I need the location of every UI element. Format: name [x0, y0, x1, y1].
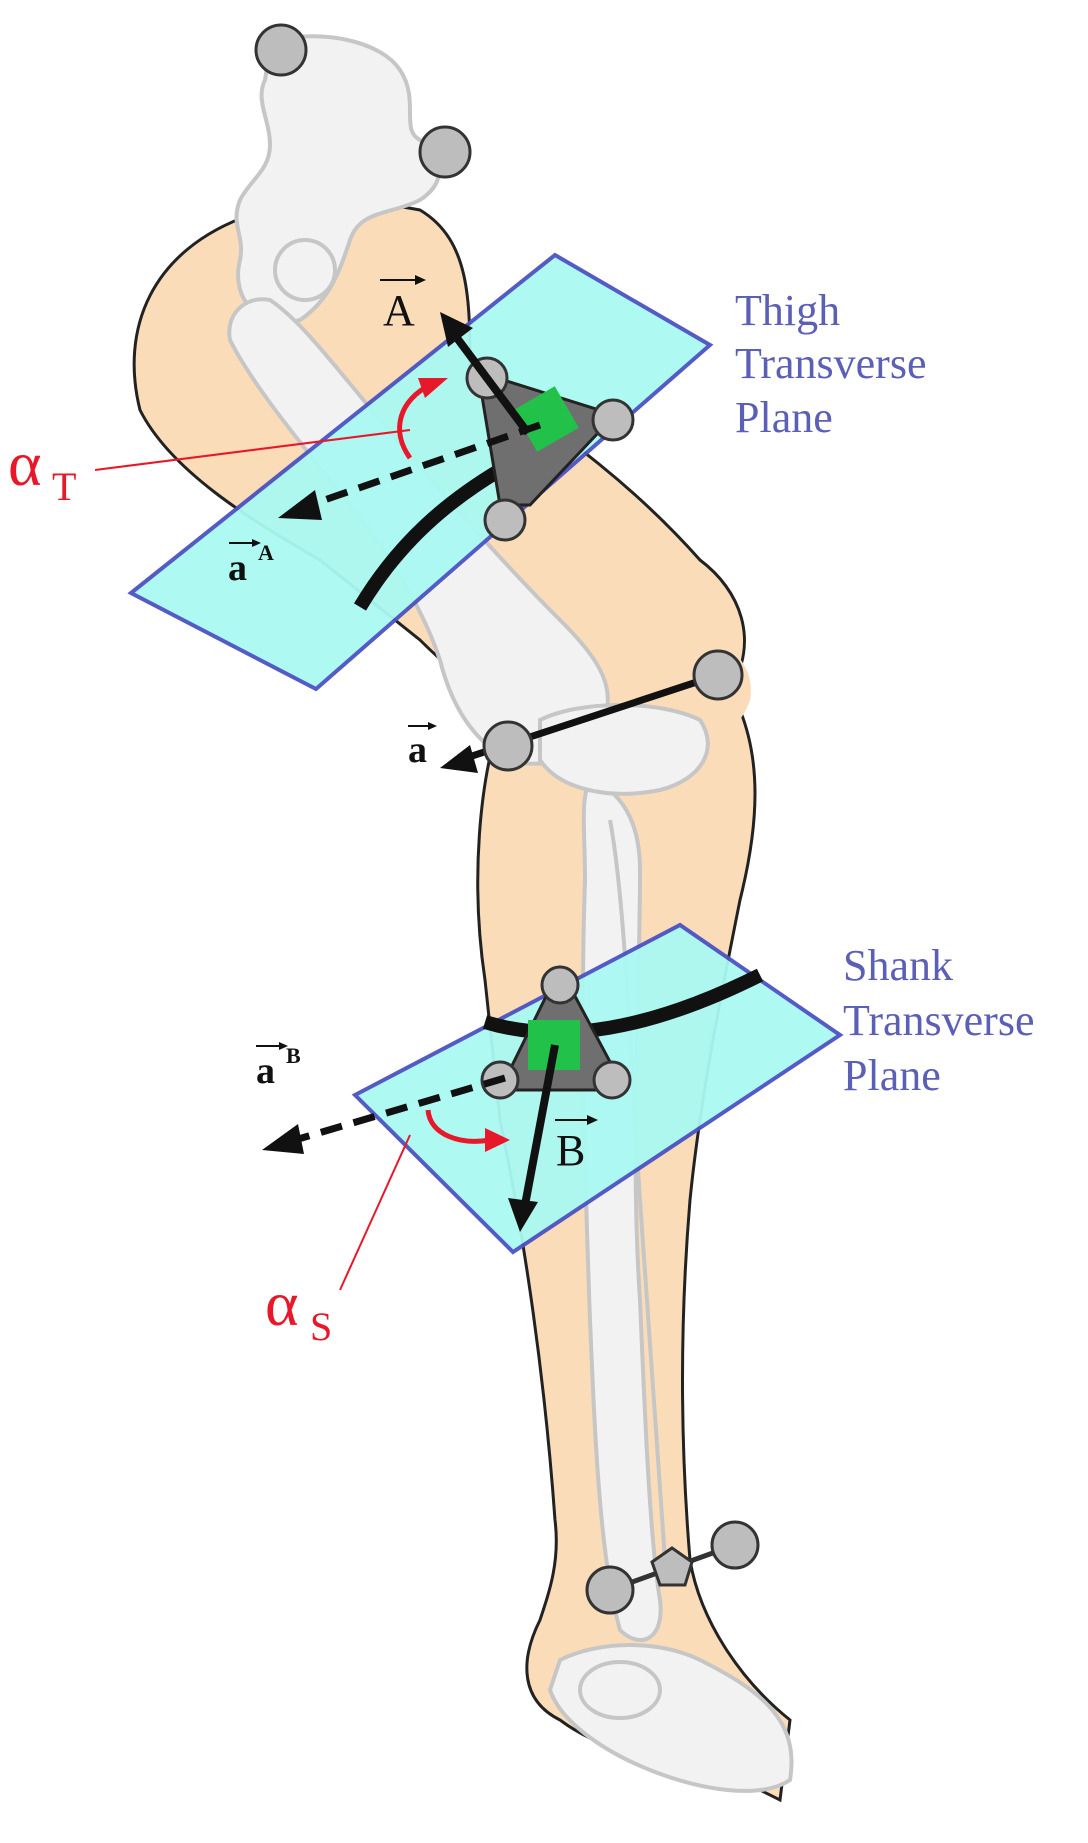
vector-B-arrow — [508, 1044, 559, 1232]
shank-plane-label-line3: Plane — [843, 1051, 941, 1100]
svg-text:α: α — [8, 428, 42, 499]
alpha-S-label: α S — [265, 1268, 332, 1349]
thigh-plane-label-line2: Transverse — [735, 339, 926, 388]
svg-text:a: a — [408, 729, 427, 771]
svg-text:B: B — [286, 1043, 301, 1068]
alpha-T-arc — [94, 378, 448, 471]
vector-aB-label: a B — [256, 1042, 301, 1092]
marker-circle — [254, 23, 308, 77]
svg-text:α: α — [265, 1268, 299, 1339]
shank-plane-label-line1: Shank — [843, 941, 953, 990]
marker-circle — [710, 1520, 760, 1570]
marker-circle — [483, 498, 527, 542]
ankle-markers — [585, 1520, 760, 1615]
marker-circle — [585, 1565, 635, 1615]
svg-text:A: A — [383, 286, 415, 335]
vector-a-label: a — [408, 722, 437, 771]
thigh-transverse-plane — [127, 252, 714, 692]
thigh-strap — [353, 463, 504, 611]
svg-text:B: B — [556, 1126, 585, 1175]
marker-circle — [482, 720, 534, 772]
marker-circle — [592, 1060, 632, 1100]
shank-marker-cluster — [480, 964, 632, 1100]
vector-aA-dashed-arrow — [278, 421, 542, 520]
femoral-head — [273, 238, 337, 302]
shank-strap — [482, 968, 764, 1040]
foot-bones — [547, 1643, 794, 1793]
svg-text:a: a — [256, 1050, 275, 1092]
marker-circle — [591, 398, 635, 442]
svg-text:A: A — [258, 540, 274, 565]
svg-text:T: T — [52, 464, 76, 509]
shank-plane-label-line2: Transverse — [843, 996, 1034, 1045]
thigh-plane-label-line3: Plane — [735, 393, 833, 442]
alpha-T-label: α T — [8, 428, 76, 509]
marker-circle — [692, 649, 744, 701]
svg-text:a: a — [228, 547, 247, 589]
vector-A-arrow — [440, 312, 532, 436]
knee-vector-a — [440, 649, 744, 773]
fibula-bone — [608, 819, 667, 1561]
marker-circle — [418, 125, 472, 179]
alpha-S-arc — [339, 1109, 510, 1291]
knee-condyles — [538, 703, 710, 796]
pentagon-marker-icon — [650, 1546, 694, 1587]
vector-aA-label: a A — [228, 539, 274, 589]
talus-bone — [578, 1660, 662, 1720]
vector-B-label: B — [555, 1115, 598, 1175]
hip-markers — [254, 23, 472, 179]
vector-A-label: A — [380, 275, 426, 335]
thigh-plane-label-line1: Thigh — [735, 286, 840, 335]
marker-circle — [540, 965, 580, 1005]
svg-text:S: S — [310, 1304, 332, 1349]
vector-aB-dashed-arrow — [262, 1074, 506, 1154]
